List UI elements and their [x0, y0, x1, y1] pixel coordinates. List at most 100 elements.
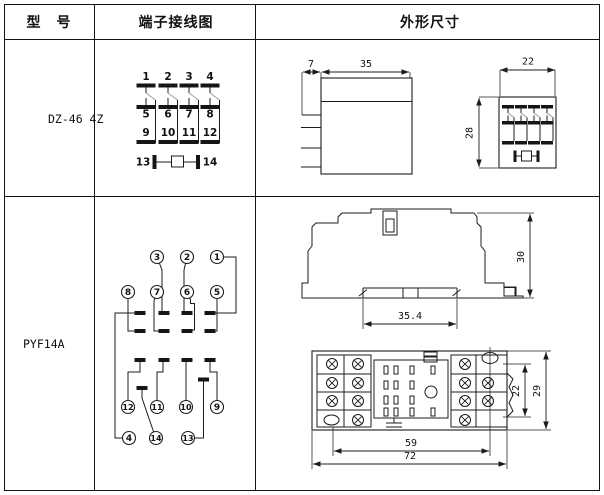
- model-name-dz46: DZ-46 4Z: [48, 112, 103, 126]
- relay-face: [498, 96, 557, 169]
- relay-body: [320, 77, 413, 175]
- screw-terminal: [352, 395, 364, 407]
- left-terminal-block: [316, 354, 372, 428]
- row-pyf14a: PYF14A 3 2 1: [23, 208, 551, 469]
- terminal-13: 13: [180, 430, 196, 446]
- screw-terminal: [326, 358, 338, 370]
- terminal-14: 14: [148, 430, 164, 446]
- terminal-label: 1: [142, 71, 149, 83]
- screw-terminal: [482, 395, 494, 407]
- din-rail-clip: [506, 372, 514, 418]
- terminal-8: 8: [120, 284, 136, 300]
- terminal-5: 5: [209, 284, 225, 300]
- contact-pole: 4 8 12: [200, 71, 220, 144]
- screw-terminal: [352, 414, 364, 426]
- terminal-label: 5: [142, 109, 149, 121]
- header-wiring: 端子接线图: [139, 14, 214, 31]
- terminal-10: 10: [178, 399, 194, 415]
- table-header: 型 号 端子接线图 外形尺寸: [27, 14, 460, 31]
- svg-text:11: 11: [151, 403, 163, 412]
- header-dimensions: 外形尺寸: [400, 14, 460, 31]
- pin-recess: [373, 351, 449, 428]
- dim-body-height: 29: [532, 385, 543, 397]
- terminal-label: 7: [185, 109, 192, 121]
- svg-text:9: 9: [214, 403, 220, 413]
- socket-terminals: 3 2 1 8 7 6 5 12 11 10 9 4 14 13: [120, 249, 225, 446]
- dim-height: 30: [516, 251, 527, 263]
- right-terminal-block: [450, 352, 508, 428]
- dz46-face-view: 22 28: [465, 57, 557, 169]
- rail-clip: [503, 287, 516, 297]
- dz46-side-view: 7 35: [301, 59, 413, 175]
- screw-terminal: [352, 358, 364, 370]
- terminal-7: 7: [149, 284, 165, 300]
- dim-face-width: 22: [522, 57, 534, 68]
- svg-text:14: 14: [150, 434, 162, 443]
- svg-text:3: 3: [154, 253, 160, 263]
- terminal-label: 11: [182, 127, 197, 139]
- dim-terminal-span: 22: [511, 385, 522, 397]
- table-grid: [3, 3, 601, 492]
- pyf14a-terminal-diagram: 3 2 1 8 7 6 5 12 11 10 9 4 14 13: [114, 249, 237, 446]
- socket-profile-outline: [301, 208, 524, 299]
- terminal-label: 3: [185, 71, 192, 83]
- pyf14a-top-view: 22 29 59 72: [311, 347, 551, 469]
- terminal-11: 11: [149, 399, 165, 415]
- screw-terminal: [459, 358, 471, 370]
- face-contact-pattern: [502, 105, 554, 162]
- terminal-2: 2: [179, 249, 195, 265]
- terminal-3: 3: [149, 249, 165, 265]
- contact-pole: 1 5 9: [136, 71, 156, 144]
- screw-terminal: [459, 395, 471, 407]
- dz46-terminal-diagram: 1 5 9 2 6 10: [136, 71, 220, 169]
- screw-terminal: [326, 377, 338, 389]
- screw-terminal: [482, 377, 494, 389]
- terminal-label: 10: [161, 127, 176, 139]
- terminal-label: 13: [136, 157, 151, 169]
- mounting-hole: [323, 414, 340, 426]
- terminal-9: 9: [209, 399, 225, 415]
- center-hole: [424, 385, 438, 399]
- base-band: [362, 287, 458, 298]
- terminal-label: 2: [164, 71, 171, 83]
- svg-text:13: 13: [182, 434, 193, 443]
- svg-text:4: 4: [126, 434, 132, 444]
- terminal-label: 6: [164, 109, 171, 121]
- terminal-1: 1: [209, 249, 225, 265]
- contact-pole: 2 6 10: [158, 71, 178, 144]
- svg-text:1: 1: [214, 253, 220, 263]
- svg-text:5: 5: [214, 288, 220, 298]
- terminal-label: 4: [206, 71, 213, 83]
- terminal-label: 12: [203, 127, 218, 139]
- svg-text:8: 8: [125, 288, 131, 298]
- terminal-label: 8: [206, 109, 213, 121]
- dim-base-width: 35.4: [398, 311, 422, 322]
- screw-terminal: [352, 377, 364, 389]
- terminal-6: 6: [179, 284, 195, 300]
- dim-total-width: 72: [404, 451, 416, 462]
- model-name-pyf14a: PYF14A: [23, 337, 65, 351]
- screw-terminal: [459, 377, 471, 389]
- hold-down-clip: [382, 210, 398, 236]
- terminal-4: 4: [121, 430, 137, 446]
- svg-text:10: 10: [180, 403, 192, 412]
- dim-hole-span: 59: [405, 438, 417, 449]
- pyf14a-side-profile: 30 35.4: [301, 208, 534, 329]
- screw-terminal: [459, 414, 471, 426]
- dim-pin-length: 7: [308, 59, 314, 70]
- terminal-12: 12: [120, 399, 136, 415]
- coil-symbol: 13 14: [136, 155, 217, 169]
- header-model: 型 号: [27, 14, 72, 31]
- terminal-label: 9: [142, 127, 149, 139]
- screw-terminal: [326, 395, 338, 407]
- svg-text:7: 7: [154, 288, 160, 298]
- row-dz46: DZ-46 4Z 1 5 9 2: [48, 57, 557, 175]
- contact-pole: 3 7 11: [179, 71, 199, 144]
- svg-text:6: 6: [184, 288, 190, 298]
- dim-face-height: 28: [465, 127, 476, 139]
- svg-text:12: 12: [122, 403, 133, 412]
- socket-contact-bars: [134, 311, 216, 390]
- svg-text:2: 2: [184, 253, 190, 263]
